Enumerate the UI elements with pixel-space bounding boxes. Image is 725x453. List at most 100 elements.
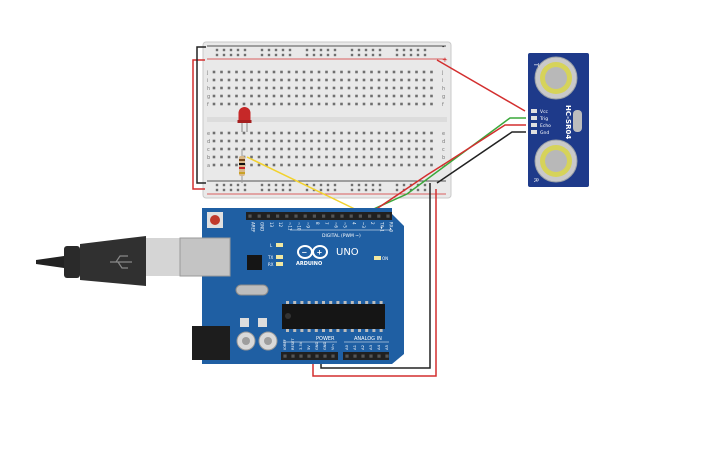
breadboard-hole[interactable]: [362, 94, 366, 98]
breadboard-hole[interactable]: [302, 155, 306, 159]
breadboard-hole[interactable]: [280, 94, 283, 98]
rail-hole[interactable]: [416, 188, 420, 192]
digital-pin-hole[interactable]: [377, 214, 381, 218]
breadboard-hole[interactable]: [332, 139, 336, 143]
rail-hole[interactable]: [350, 183, 354, 187]
ultrasonic-sensor[interactable]: Vcc Trig Echo Gnd HC-SR04 T R: [528, 53, 589, 187]
breadboard-hole[interactable]: [407, 78, 411, 82]
breadboard-hole[interactable]: [400, 86, 403, 90]
rail-hole[interactable]: [378, 183, 382, 187]
analog-pin-hole[interactable]: [361, 354, 365, 358]
analog-pin-hole[interactable]: [385, 354, 389, 358]
breadboard-hole[interactable]: [272, 70, 276, 74]
breadboard-hole[interactable]: [325, 147, 328, 151]
breadboard-hole[interactable]: [250, 102, 253, 106]
rail-hole[interactable]: [319, 188, 323, 192]
breadboard-hole[interactable]: [212, 147, 216, 151]
breadboard-hole[interactable]: [430, 86, 433, 90]
breadboard-hole[interactable]: [400, 94, 403, 98]
rail-hole[interactable]: [281, 53, 285, 57]
rail-hole[interactable]: [288, 188, 292, 192]
digital-pin-hole[interactable]: [276, 214, 280, 218]
breadboard-hole[interactable]: [385, 155, 388, 159]
rail-hole[interactable]: [267, 48, 271, 52]
digital-pin-hole[interactable]: [358, 214, 362, 218]
breadboard-hole[interactable]: [272, 155, 276, 159]
rail-hole[interactable]: [222, 48, 226, 52]
breadboard-hole[interactable]: [302, 131, 306, 135]
breadboard-hole[interactable]: [362, 70, 366, 74]
breadboard-hole[interactable]: [257, 147, 261, 151]
rail-hole[interactable]: [364, 48, 368, 52]
breadboard-hole[interactable]: [242, 70, 246, 74]
breadboard-hole[interactable]: [370, 86, 373, 90]
rail-hole[interactable]: [326, 53, 330, 57]
breadboard-hole[interactable]: [265, 102, 268, 106]
breadboard-hole[interactable]: [415, 147, 418, 151]
breadboard-hole[interactable]: [392, 86, 396, 90]
breadboard-hole[interactable]: [220, 86, 223, 90]
breadboard-hole[interactable]: [250, 147, 253, 151]
breadboard-hole[interactable]: [317, 70, 321, 74]
breadboard-hole[interactable]: [227, 86, 231, 90]
breadboard-hole[interactable]: [370, 70, 373, 74]
rail-hole[interactable]: [243, 48, 247, 52]
breadboard-hole[interactable]: [422, 163, 426, 167]
breadboard-hole[interactable]: [265, 155, 268, 159]
breadboard-hole[interactable]: [340, 78, 343, 82]
breadboard-hole[interactable]: [310, 163, 313, 167]
rail-hole[interactable]: [222, 183, 226, 187]
digital-pin-hole[interactable]: [368, 214, 372, 218]
breadboard-hole[interactable]: [385, 78, 388, 82]
breadboard-hole[interactable]: [257, 78, 261, 82]
breadboard-hole[interactable]: [280, 78, 283, 82]
rail-hole[interactable]: [305, 183, 309, 187]
rail-hole[interactable]: [378, 188, 382, 192]
breadboard-hole[interactable]: [347, 163, 351, 167]
breadboard-hole[interactable]: [280, 139, 283, 143]
breadboard-hole[interactable]: [265, 139, 268, 143]
breadboard-hole[interactable]: [235, 155, 238, 159]
breadboard-hole[interactable]: [250, 94, 253, 98]
breadboard-hole[interactable]: [317, 94, 321, 98]
breadboard-hole[interactable]: [317, 102, 321, 106]
breadboard-hole[interactable]: [295, 78, 298, 82]
breadboard-hole[interactable]: [355, 102, 358, 106]
breadboard-hole[interactable]: [295, 155, 298, 159]
rail-hole[interactable]: [281, 48, 285, 52]
breadboard-hole[interactable]: [235, 163, 238, 167]
breadboard-hole[interactable]: [257, 139, 261, 143]
usb-cable[interactable]: [36, 236, 181, 286]
breadboard-hole[interactable]: [250, 131, 253, 135]
breadboard-hole[interactable]: [347, 86, 351, 90]
breadboard-hole[interactable]: [332, 78, 336, 82]
rail-hole[interactable]: [229, 183, 233, 187]
breadboard-hole[interactable]: [407, 70, 411, 74]
breadboard-hole[interactable]: [325, 155, 328, 159]
breadboard-hole[interactable]: [392, 70, 396, 74]
breadboard-hole[interactable]: [362, 131, 366, 135]
breadboard-hole[interactable]: [347, 70, 351, 74]
power-pin-hole[interactable]: [291, 354, 295, 358]
breadboard-hole[interactable]: [220, 139, 223, 143]
resistor[interactable]: [239, 149, 245, 183]
rail-hole[interactable]: [319, 53, 323, 57]
breadboard-hole[interactable]: [407, 86, 411, 90]
breadboard-hole[interactable]: [317, 139, 321, 143]
breadboard-hole[interactable]: [415, 155, 418, 159]
breadboard-hole[interactable]: [310, 147, 313, 151]
rail-hole[interactable]: [222, 53, 226, 57]
breadboard-hole[interactable]: [257, 155, 261, 159]
breadboard-hole[interactable]: [340, 102, 343, 106]
rail-hole[interactable]: [333, 53, 337, 57]
breadboard-hole[interactable]: [430, 78, 433, 82]
breadboard-hole[interactable]: [385, 70, 388, 74]
rail-hole[interactable]: [326, 48, 330, 52]
breadboard-hole[interactable]: [212, 139, 216, 143]
breadboard-hole[interactable]: [385, 147, 388, 151]
rail-hole[interactable]: [222, 188, 226, 192]
led[interactable]: [237, 107, 252, 132]
rail-hole[interactable]: [319, 183, 323, 187]
breadboard-hole[interactable]: [355, 163, 358, 167]
breadboard-hole[interactable]: [400, 139, 403, 143]
